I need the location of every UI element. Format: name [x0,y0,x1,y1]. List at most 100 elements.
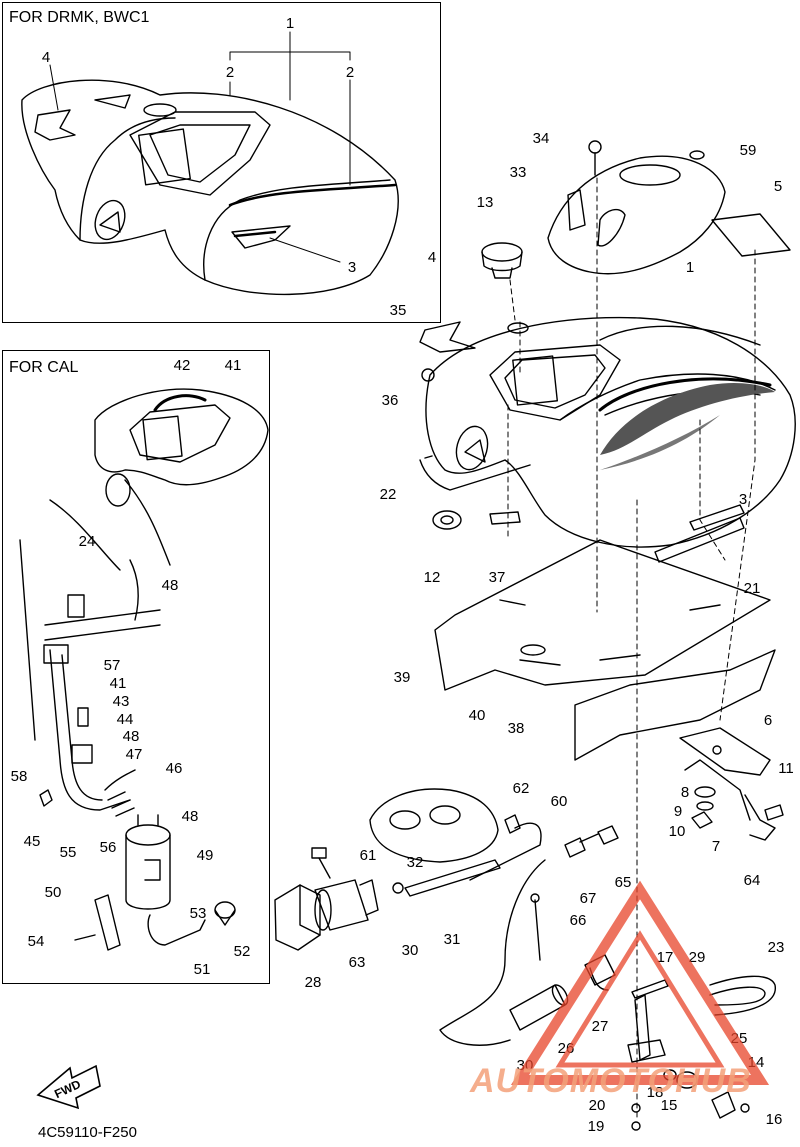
callout: 37 [489,569,506,586]
callout: 55 [60,844,77,861]
drmk-leaders [49,31,351,263]
drmk-fuel-tank [21,79,399,296]
fitting-62 [504,814,521,834]
callout: 66 [570,912,587,929]
callout: 56 [100,839,117,856]
damper-strips [654,504,745,563]
callout: 13 [477,194,494,211]
callout: 6 [764,712,772,729]
cal-canister-49 [125,814,171,910]
heat-shield-38 [574,649,776,761]
fuel-pump-63 [311,847,379,931]
cal-evap-lines [19,539,161,817]
label-sheet [711,213,791,257]
fuel-cock-assembly [627,994,750,1131]
callout: 28 [305,974,322,991]
main-fuel-tank [419,316,796,548]
rod-66 [534,899,541,961]
callout: 57 [104,657,121,674]
damper-12 [432,510,462,530]
callout: 34 [533,130,550,147]
callout: 46 [166,760,183,777]
callout: 5 [774,178,782,195]
callout: 20 [589,1097,606,1114]
callout: 31 [444,931,461,948]
callout: 8 [681,784,689,801]
callout: 12 [424,569,441,586]
breather-hose-22 [419,455,531,491]
callout: 44 [117,711,134,728]
callout: 49 [197,847,214,864]
callout: 62 [513,780,530,797]
callout-labels: 1 2 2 4 3 34 59 33 5 13 4 1 35 36 22 3 1… [11,15,794,1135]
callout: 61 [360,847,377,864]
callout: 48 [182,808,199,825]
callout: 23 [768,939,785,956]
callout: 4 [428,249,436,266]
callout: 41 [110,675,127,692]
callout: 41 [225,357,242,374]
callout: 52 [234,943,251,960]
callout: 43 [113,693,130,710]
callout: 9 [674,803,682,820]
clip-30a [392,882,404,894]
callout: 53 [190,905,207,922]
heat-shield-39 [434,539,771,691]
callout: 42 [174,357,191,374]
callout: 7 [712,838,720,855]
mount-hardware [691,786,784,829]
damper-37 [489,511,521,525]
callout: 48 [162,577,179,594]
callout: 10 [669,823,686,840]
cal-bracket-50 [74,894,121,951]
callout: 2 [346,64,354,81]
callout: 58 [11,768,28,785]
callout: 29 [689,949,706,966]
rod-head [530,893,540,903]
watermark-logo-icon [510,880,770,1085]
hose-23 [709,975,776,1016]
callout: 1 [686,259,694,276]
cal-fuel-tank [49,388,269,571]
callout: 11 [778,760,794,777]
callout: 38 [508,720,525,737]
callout: 21 [744,580,761,597]
callout: 50 [45,884,62,901]
mounting-bracket-6 [679,727,776,841]
electrical-housing [369,788,499,863]
callout: 4 [42,49,50,66]
callout: 15 [661,1097,678,1114]
callout: 63 [349,954,366,971]
callout: 54 [28,933,45,950]
callout: 59 [740,142,757,159]
callout: 3 [348,259,356,276]
callout: 35 [390,302,407,319]
diagram-code: 4C59110-F250 [38,1124,137,1141]
callout: 24 [79,533,96,550]
cal-clip-52 [214,901,236,926]
tank-top-cover [547,140,726,275]
callout: 39 [394,669,411,686]
callout: 1 [286,15,294,32]
fitting-67 [564,837,586,858]
callout: 48 [123,728,140,745]
callout: 64 [744,872,761,889]
callout: 18 [647,1084,664,1101]
cal-panel-title: FOR CAL [9,359,79,376]
callout: 27 [592,1018,609,1035]
callout: 51 [194,961,211,978]
callout: 16 [766,1111,783,1128]
callout: 22 [380,486,397,503]
drmk-panel-title: FOR DRMK, BWC1 [9,9,150,26]
cal-hose-51 [147,914,206,946]
hose-31 [404,859,501,897]
tank-cap [481,242,523,279]
cal-inset-panel: FOR CAL [2,350,270,984]
flame-graphic [600,382,775,470]
relay-28 [274,884,321,951]
callout: 33 [510,164,527,181]
callout: 60 [551,793,568,810]
callout: 45 [24,833,41,850]
drmk-inset-panel: FOR DRMK, BWC1 [2,2,441,323]
